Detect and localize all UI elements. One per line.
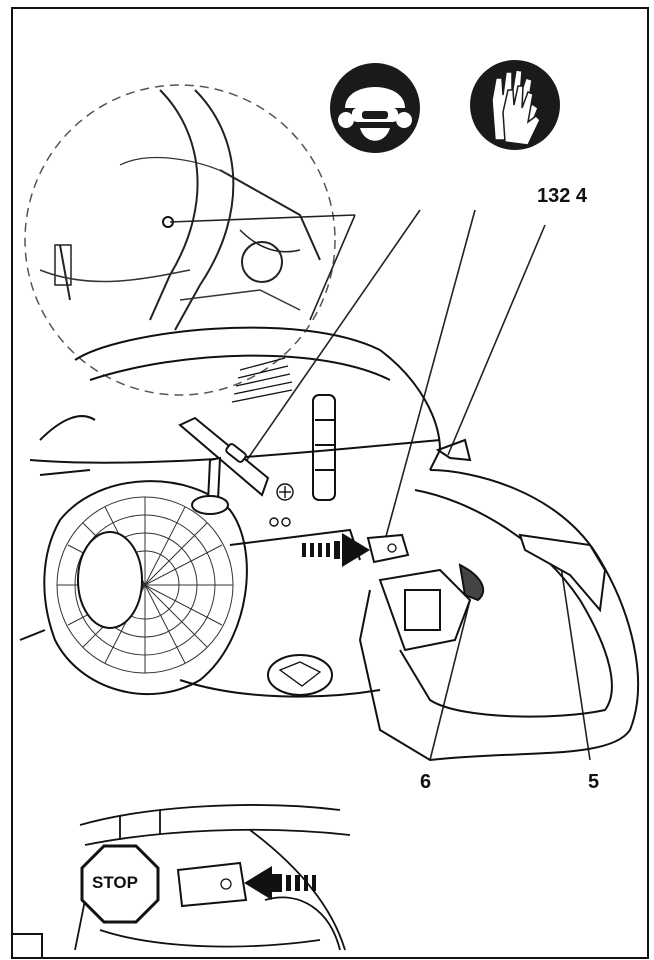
figure-border [11,7,649,959]
helmet-goggles-ear-protection-icon [330,63,420,153]
choke-symbols [269,483,294,527]
ignition-switch-arrow [302,533,410,567]
callout-label-132-4: 132 4 [537,185,588,207]
chainsaw-body [19,326,640,762]
starter-handle [178,416,270,515]
protective-gloves-icon [470,60,560,150]
callout-label-5: 5 [588,771,600,793]
stop-arrow [244,866,316,900]
stop-sign-label: STOP [92,873,138,892]
starter-grille [56,496,234,674]
starter-center-hub [77,531,143,629]
page-tab-marker [11,933,43,959]
stop-switch [176,861,248,908]
leader-lines [169,209,591,761]
detail-magnifier-circle [24,84,336,396]
callout-label-6: 6 [420,771,432,793]
stop-sign-icon [80,844,160,924]
